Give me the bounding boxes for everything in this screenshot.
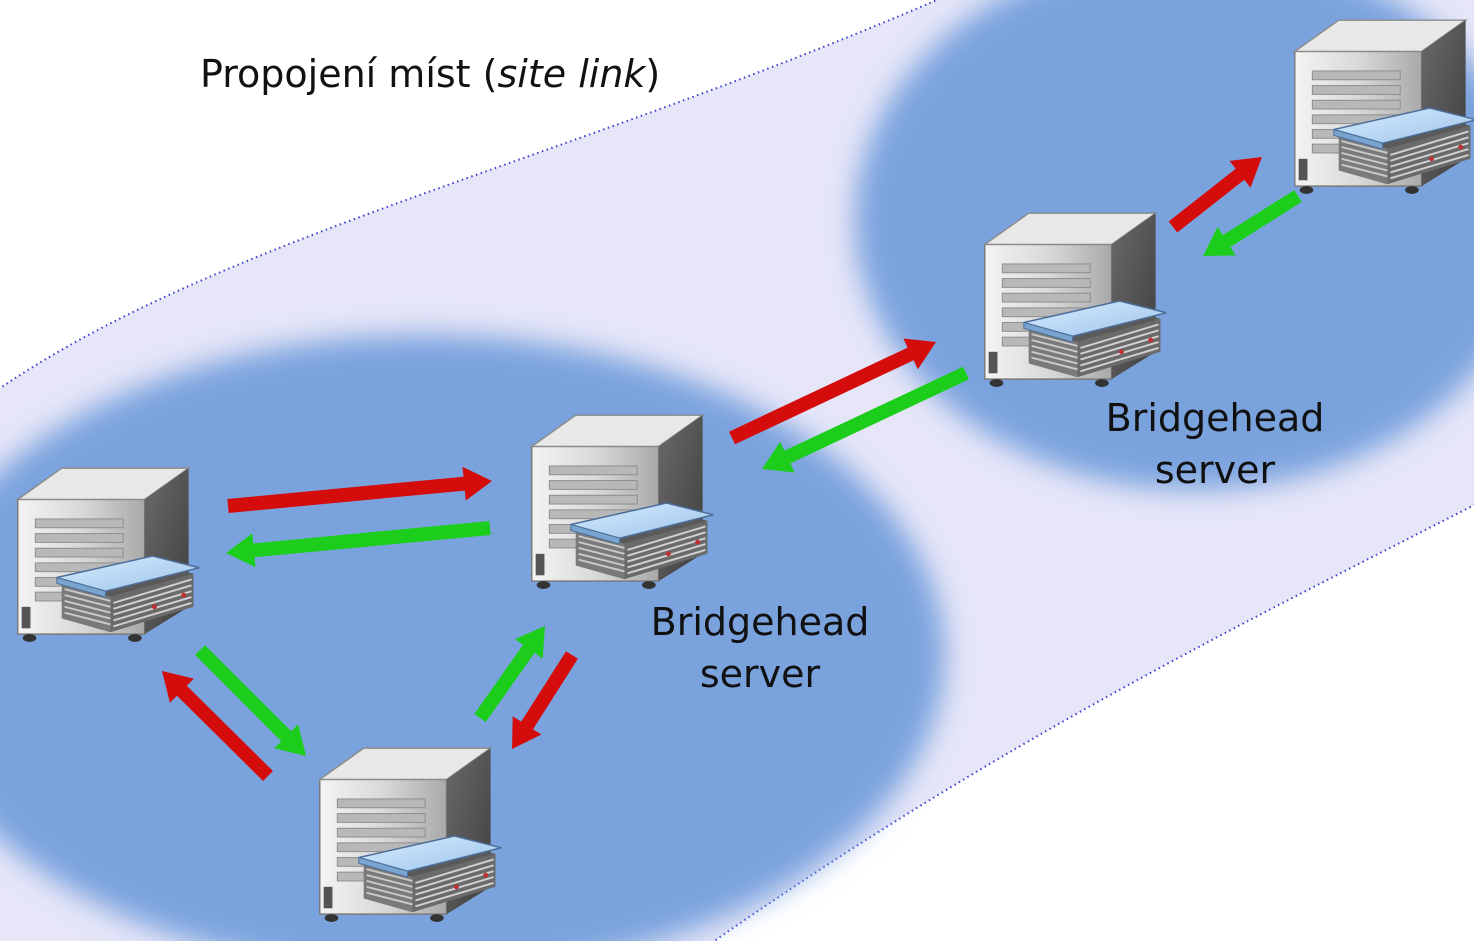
replication-arrow-red	[512, 651, 578, 749]
bridgehead-label-line1: Bridgehead	[650, 600, 870, 644]
server-icon	[983, 212, 1168, 388]
title-close: )	[645, 52, 661, 96]
title-main: Propojení míst (	[200, 52, 498, 96]
replication-arrow-red	[162, 671, 273, 781]
replication-arrow-green	[762, 366, 969, 473]
server-icon	[318, 747, 503, 923]
server-icon	[1293, 19, 1474, 195]
replication-arrow-red	[729, 338, 936, 445]
replication-arrow-red	[1168, 157, 1262, 233]
server-icon	[16, 467, 201, 643]
bridgehead-label-line2: server	[1154, 448, 1276, 492]
site-link-band-border-top	[0, 0, 940, 390]
site-a-area	[0, 335, 945, 941]
bridgehead-label-line1: Bridgehead	[1105, 396, 1325, 440]
replication-arrow-green	[226, 521, 491, 568]
site-link-title: Propojení míst (site link)	[200, 52, 660, 96]
site-link-band-border-bottom	[712, 503, 1474, 941]
replication-arrow-red	[227, 466, 493, 513]
replication-arrow-green	[195, 645, 306, 756]
bridgehead-label-site-b: Bridgehead server	[1075, 392, 1355, 496]
replication-arrow-green	[1203, 190, 1302, 256]
title-italic: site link	[497, 52, 646, 96]
server-icon	[530, 414, 715, 590]
bridgehead-label-line2: server	[699, 652, 821, 696]
bridgehead-label-site-a: Bridgehead server	[620, 596, 900, 700]
replication-arrow-green	[474, 626, 545, 722]
